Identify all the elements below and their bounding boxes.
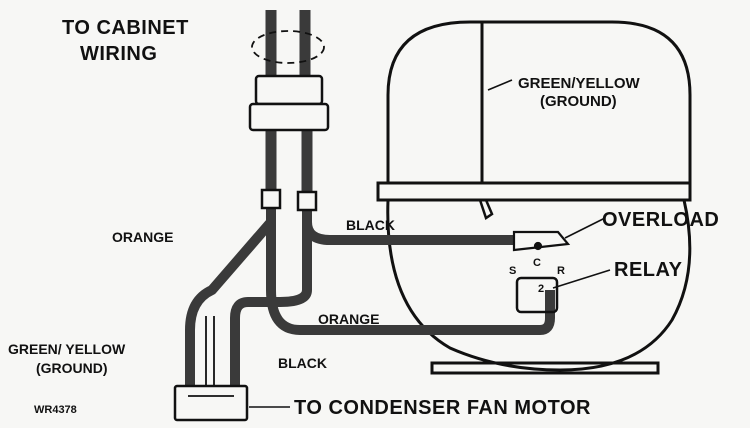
label-to-cabinet: TO CABINET — [62, 17, 189, 39]
label-condenser-fan-motor: TO CONDENSER FAN MOTOR — [294, 397, 591, 419]
pointer-lines — [249, 79, 611, 408]
compressor-flange — [376, 181, 692, 202]
compressor-base — [430, 361, 660, 375]
label-ground-left: (GROUND) — [36, 360, 108, 376]
label-black-bottom: BLACK — [278, 355, 327, 371]
inline-connector-left — [260, 188, 282, 210]
relay-pin: 2 — [538, 283, 544, 295]
terminal-r: R — [557, 265, 565, 277]
label-wiring: WIRING — [80, 43, 157, 65]
ground-wire-left — [205, 316, 215, 388]
connector-lower — [248, 102, 330, 132]
compressor-lower-housing — [386, 199, 692, 372]
ground-lug — [478, 199, 494, 220]
label-orange-left: ORANGE — [112, 229, 173, 245]
wire-black-bottom — [230, 210, 312, 388]
pointer-overload — [564, 217, 606, 239]
label-overload: OVERLOAD — [602, 209, 719, 231]
cabinet-wiring-ellipse — [251, 30, 325, 64]
label-green-yellow-top: GREEN/YELLOW — [518, 75, 641, 92]
fan-motor-plug — [173, 384, 249, 422]
label-orange-bottom: ORANGE — [318, 311, 379, 327]
relay — [515, 276, 559, 314]
part-number: WR4378 — [34, 404, 77, 416]
label-relay: RELAY — [614, 259, 683, 281]
connector-upper — [254, 74, 324, 106]
terminal-s: S — [509, 265, 516, 277]
label-green-yellow-left: GREEN/ YELLOW — [8, 341, 126, 357]
connectors — [173, 74, 330, 422]
compressor — [376, 20, 692, 375]
compressor-upper-dome — [386, 20, 692, 183]
wire-orange-bottom — [266, 289, 555, 335]
terminal-c: C — [533, 257, 541, 269]
label-black-top: BLACK — [346, 217, 395, 233]
wire-orange-left — [185, 218, 275, 388]
wire-black-top — [302, 210, 518, 245]
overload-protector — [512, 230, 571, 252]
wires — [185, 10, 555, 388]
pointer-green-yellow-top — [487, 79, 513, 91]
pointer-relay — [552, 269, 611, 289]
label-ground-top: (GROUND) — [540, 93, 617, 110]
inline-connector-right — [296, 190, 318, 212]
